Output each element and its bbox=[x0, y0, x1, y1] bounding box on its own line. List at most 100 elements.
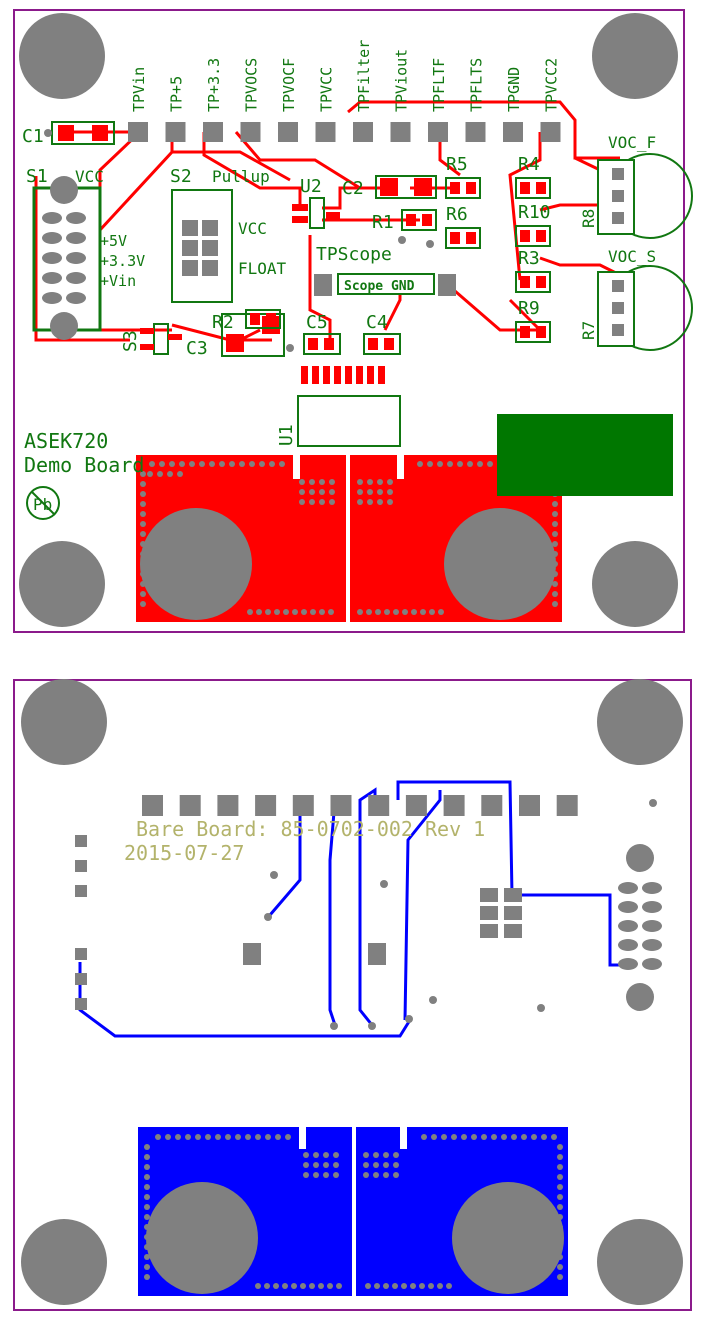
top-via bbox=[552, 511, 558, 517]
bare-board-date: 2015-07-27 bbox=[124, 841, 244, 865]
top-via bbox=[552, 591, 558, 597]
bottom-via bbox=[300, 1283, 306, 1289]
label-s1-vin: +Vin bbox=[100, 272, 136, 290]
top-via bbox=[279, 461, 285, 467]
bottom-tp-pad-2 bbox=[179, 795, 201, 816]
board-name-line2: Demo Board bbox=[24, 453, 144, 477]
bottom-layer: Bare Board: 85-0702-002 Rev 1 2015-07-27 bbox=[13, 679, 692, 1311]
mount-hole-top-left bbox=[19, 13, 105, 99]
r6-pad-2 bbox=[466, 232, 476, 244]
u2-pad-1 bbox=[292, 204, 308, 211]
label-s2: S2 bbox=[170, 166, 192, 187]
label-s1-vcc: VCC bbox=[75, 167, 104, 186]
bottom-via-4 bbox=[264, 913, 272, 921]
top-via bbox=[177, 471, 183, 477]
bottom-via-7 bbox=[330, 1022, 338, 1030]
bottom-via bbox=[471, 1134, 477, 1140]
bottom-via bbox=[275, 1134, 281, 1140]
label-r4: R4 bbox=[518, 154, 540, 175]
bottom-via bbox=[309, 1283, 315, 1289]
bottom-mount-hole-top-left bbox=[21, 679, 107, 765]
tpscope-pad-left bbox=[314, 274, 332, 296]
top-via bbox=[319, 499, 325, 505]
s3-pad-2 bbox=[140, 344, 154, 350]
top-via bbox=[309, 479, 315, 485]
top-via bbox=[256, 609, 262, 615]
bottom-via bbox=[144, 1274, 150, 1280]
bottom-via bbox=[205, 1134, 211, 1140]
top-via bbox=[552, 531, 558, 537]
top-via bbox=[552, 601, 558, 607]
copper-gap-right bbox=[397, 455, 404, 479]
bottom-via bbox=[557, 1214, 563, 1220]
top-via bbox=[411, 609, 417, 615]
bottom-via bbox=[144, 1164, 150, 1170]
r4-outline bbox=[515, 177, 551, 199]
r6-pad-1 bbox=[450, 232, 460, 244]
mount-hole-bottom-right bbox=[592, 541, 678, 627]
top-via bbox=[249, 461, 255, 467]
bottom-via bbox=[303, 1152, 309, 1158]
tp-label-12: TPVCC2 bbox=[543, 58, 561, 112]
top-via bbox=[552, 581, 558, 587]
tp-label-4: TPVOCS bbox=[243, 58, 261, 112]
label-r8: R8 bbox=[579, 209, 598, 228]
r9-pad-1 bbox=[520, 326, 530, 338]
bottom-via bbox=[557, 1204, 563, 1210]
top-via bbox=[437, 461, 443, 467]
bottom-connector-hole-top bbox=[626, 844, 654, 872]
sensor-hole-right bbox=[444, 508, 556, 620]
bottom-via bbox=[392, 1283, 398, 1289]
bottom-tp-pad-11 bbox=[519, 795, 540, 816]
tp-pad-2 bbox=[165, 122, 186, 142]
top-via bbox=[274, 609, 280, 615]
bottom-connector-pins bbox=[618, 882, 662, 970]
bottom-sensor-hole-left bbox=[146, 1182, 258, 1294]
bottom-test-point-pads bbox=[142, 795, 578, 816]
bottom-via bbox=[245, 1134, 251, 1140]
bottom-via-2 bbox=[270, 871, 278, 879]
r6-outline bbox=[445, 227, 481, 249]
bottom-via bbox=[557, 1244, 563, 1250]
top-via bbox=[319, 479, 325, 485]
bottom-via bbox=[437, 1283, 443, 1289]
top-via bbox=[552, 521, 558, 527]
top-via bbox=[140, 511, 146, 517]
bottom-connector-pin bbox=[642, 920, 662, 932]
green-fill-block bbox=[497, 414, 673, 496]
bottom-square-pad-right bbox=[368, 943, 386, 965]
label-scope-gnd: Scope GND bbox=[344, 279, 415, 294]
s1-pin bbox=[42, 272, 62, 284]
top-via bbox=[552, 501, 558, 507]
label-s1-33v: +3.3V bbox=[100, 252, 145, 270]
s2-pin bbox=[202, 240, 218, 256]
bottom-via bbox=[282, 1283, 288, 1289]
top-via bbox=[283, 609, 289, 615]
u1-pin-array bbox=[301, 366, 385, 384]
bottom-via bbox=[373, 1152, 379, 1158]
bottom-connector-pin bbox=[642, 882, 662, 894]
top-via bbox=[301, 609, 307, 615]
bottom-via bbox=[511, 1134, 517, 1140]
top-via bbox=[420, 609, 426, 615]
voc-f-pin-3 bbox=[612, 212, 624, 224]
top-via bbox=[328, 609, 334, 615]
bottom-via bbox=[144, 1204, 150, 1210]
u1-pin-5 bbox=[345, 366, 352, 384]
bottom-board-outline bbox=[13, 679, 692, 1311]
top-via bbox=[357, 479, 363, 485]
top-via bbox=[375, 609, 381, 615]
c5-outline bbox=[303, 333, 341, 355]
top-via bbox=[319, 609, 325, 615]
tp-pad-3 bbox=[203, 122, 223, 142]
top-via bbox=[367, 489, 373, 495]
bottom-via bbox=[255, 1283, 261, 1289]
top-via bbox=[552, 561, 558, 567]
label-u2: U2 bbox=[300, 176, 322, 197]
top-via bbox=[377, 499, 383, 505]
s1-hole-bottom bbox=[50, 312, 78, 340]
label-voc-f: VOC_F bbox=[608, 133, 656, 152]
c4-pad-1 bbox=[368, 338, 378, 350]
pb-free-icon bbox=[26, 486, 60, 520]
